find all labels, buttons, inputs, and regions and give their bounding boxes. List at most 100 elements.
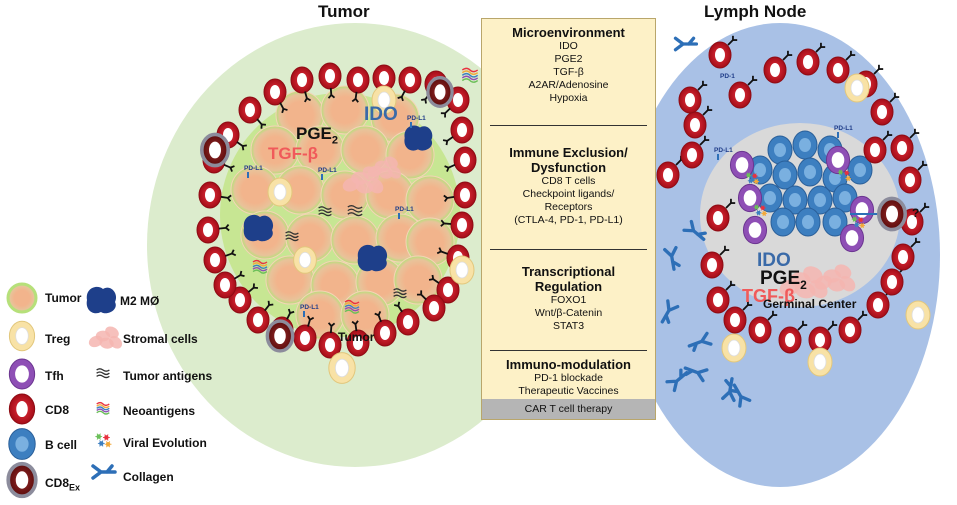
- cd8-nucleus: [755, 323, 765, 337]
- cd8-nucleus: [905, 173, 915, 187]
- collagen-stroke: [660, 299, 680, 324]
- cd8-nucleus: [300, 331, 310, 345]
- tcr-receptor: [725, 284, 732, 291]
- neoantigen-strand: [461, 75, 479, 81]
- treg-cell-icon: [8, 320, 36, 352]
- treg-nucleus: [455, 261, 469, 279]
- virus-spike: [842, 175, 845, 179]
- cd8-t-cell: [436, 276, 460, 304]
- cd8-nucleus: [815, 333, 825, 347]
- cd8ex-sub: Ex: [69, 482, 81, 493]
- virus-spike: [750, 178, 753, 182]
- neoantigen-strand: [96, 408, 110, 413]
- legend-label-viral-evolution: Viral Evolution: [123, 436, 207, 450]
- cd8-t-cell: [796, 48, 820, 76]
- tcr-receptor-arm: [230, 165, 235, 169]
- viral-evolution: [851, 216, 865, 229]
- virus-spike: [854, 216, 857, 220]
- tfh-cell: [737, 183, 763, 213]
- cd8-t-cell: [748, 316, 772, 344]
- tcr-receptor-arm: [354, 320, 359, 325]
- antigen-wave: [285, 237, 299, 242]
- cd8-t-cell: [396, 308, 420, 336]
- tcr-receptor-arm: [394, 304, 399, 307]
- neoantigen-icon: [96, 401, 110, 415]
- cd8-nucleus: [379, 71, 389, 85]
- tcr-receptor-arm: [287, 308, 291, 314]
- treg-cell: [293, 246, 317, 274]
- legend-label-tfh: Tfh: [45, 369, 64, 383]
- tfh-nucleus: [743, 190, 757, 206]
- cd8-nucleus: [845, 323, 855, 337]
- tcr-receptor-arm: [377, 311, 382, 316]
- tcr-receptor: [725, 202, 732, 209]
- tcr-receptor: [400, 90, 406, 98]
- cd8-nucleus: [297, 73, 307, 87]
- tcr-receptor: [719, 249, 726, 256]
- stromal-cell-part: [367, 165, 382, 178]
- cd8-nucleus: [453, 93, 463, 107]
- cd8-t-cell: [238, 96, 262, 124]
- tcr-receptor: [264, 304, 270, 312]
- tumor-title: Tumor: [318, 2, 370, 21]
- ln-pge2-label: PGE2: [760, 268, 807, 292]
- tcr-receptor-arm: [327, 322, 333, 327]
- tcr-receptor: [420, 293, 427, 301]
- virus-spike: [847, 175, 850, 179]
- viral-evolution: [837, 169, 851, 182]
- tcr-receptor: [919, 206, 926, 213]
- neoantigen-strand: [344, 309, 360, 314]
- cd8-t-cell: [680, 141, 704, 169]
- neoantigen-strand: [461, 78, 479, 83]
- tcr-receptor: [218, 226, 226, 230]
- virus-spike: [96, 436, 100, 440]
- neoantigen-strand: [344, 304, 360, 309]
- collagen-stroke: [665, 368, 689, 393]
- stromal-cell-part: [834, 264, 852, 279]
- cd8-t-cell: [196, 216, 220, 244]
- tcr-receptor: [917, 164, 924, 171]
- cd8-nucleus: [203, 223, 213, 237]
- b-cell: [782, 185, 808, 215]
- collagen-stroke: [729, 383, 752, 408]
- cd8-t-cell: [213, 271, 237, 299]
- cd8-nucleus: [209, 141, 221, 159]
- section-immune-exclusion: Immune Exclusion/ Dysfunction CD8 T cell…: [482, 145, 655, 227]
- antigen-wave: [96, 368, 110, 372]
- cd8-t-cell: [890, 134, 914, 162]
- cd8-t-cell: [373, 319, 397, 347]
- neoantigen-strand: [96, 406, 110, 411]
- ln-pge2-sub: 2: [800, 277, 807, 292]
- tfh-nucleus: [748, 222, 762, 238]
- cd8-nucleus: [15, 471, 29, 489]
- section-item: Hypoxia: [549, 92, 588, 104]
- treg-nucleus: [813, 353, 827, 371]
- b-cell: [847, 155, 873, 185]
- section-item: Checkpoint ligands/: [522, 188, 615, 200]
- neoantigen-strand: [96, 404, 110, 409]
- virus-spike: [756, 204, 759, 208]
- virus-spike: [100, 440, 104, 444]
- b-cell-nucleus: [802, 215, 814, 229]
- cd8-nucleus: [730, 313, 740, 327]
- tcr-receptor-arm: [327, 94, 332, 99]
- section-item: Therapeutic Vaccines: [518, 385, 619, 397]
- tcr-receptor: [307, 319, 311, 327]
- tcr-receptor: [223, 163, 231, 169]
- treg-cell: [807, 347, 833, 377]
- tfh-cell: [729, 150, 755, 180]
- cd8-nucleus: [403, 315, 413, 329]
- pd-l1-label: PD-L1: [300, 304, 319, 311]
- question-mark: ?: [912, 206, 920, 220]
- collagen-fiber: [682, 219, 707, 241]
- cd8-t-cell: [706, 286, 730, 314]
- treg-cell: [449, 255, 475, 285]
- virus-spike: [104, 437, 107, 441]
- cd8-nucleus: [460, 188, 470, 202]
- cd8-t-cell: [293, 324, 317, 352]
- cd8-t-cell: [866, 291, 890, 319]
- tcr-receptor-arm: [225, 227, 230, 232]
- cd8-nucleus: [770, 63, 780, 77]
